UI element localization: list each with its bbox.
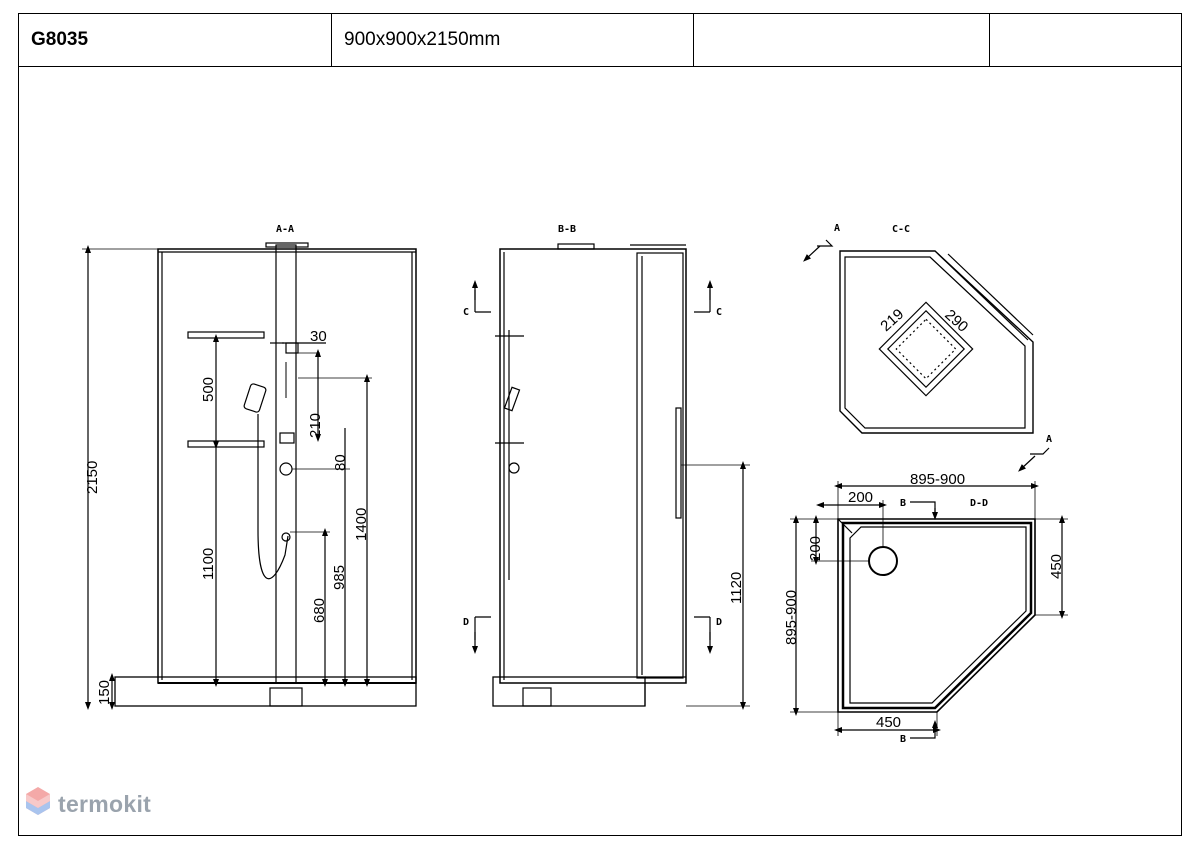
dim-30: 30	[310, 328, 327, 345]
section-mark-a-top: A	[834, 223, 840, 234]
section-mark-d-left: D	[463, 617, 469, 628]
dim-plan-depth: 895-900	[783, 590, 800, 645]
section-label-bb: B-B	[558, 224, 576, 235]
dim-500: 500	[200, 377, 217, 402]
top-view-cc: C-C 219 290 A A	[803, 223, 1052, 472]
dim-plan-width: 895-900	[910, 471, 965, 488]
logo-text: termokit	[58, 790, 152, 817]
section-mark-b-bottom: B	[900, 734, 906, 745]
dim-2150: 2150	[84, 461, 101, 494]
section-mark-c-left: C	[463, 307, 469, 318]
size-cell: 900x900x2150mm	[332, 14, 694, 66]
dim-80: 80	[332, 454, 349, 471]
plan-view-dd: D-D 895-900 200 200 895-900 450 450 B B	[783, 471, 1068, 745]
section-mark-d-right: D	[716, 617, 722, 628]
section-mark-a-bottom: A	[1046, 434, 1052, 445]
dim-plan-450-bottom: 450	[876, 714, 901, 731]
side-view-bb: B-B C C D D 1120	[463, 224, 750, 710]
section-mark-b-top: B	[900, 498, 906, 509]
section-label-dd: D-D	[970, 498, 988, 509]
dim-219: 219	[877, 306, 907, 335]
dim-1100: 1100	[200, 548, 217, 580]
section-label-cc: C-C	[892, 224, 910, 235]
dim-680: 680	[311, 598, 328, 623]
drawing-sheet: G8035 900x900x2150mm	[18, 13, 1182, 836]
dim-1120: 1120	[728, 572, 745, 604]
termokit-logo: termokit	[24, 785, 151, 823]
front-view-aa: A-A	[82, 224, 417, 710]
model-cell: G8035	[19, 14, 332, 66]
dim-plan-200-left: 200	[807, 536, 824, 561]
dim-150: 150	[96, 680, 113, 705]
section-mark-c-right: C	[716, 307, 722, 318]
dim-1400: 1400	[353, 508, 370, 541]
logo-icon	[26, 787, 50, 815]
empty-cell-3	[694, 14, 990, 66]
dim-plan-450-right: 450	[1048, 554, 1065, 579]
dim-210: 210	[307, 413, 324, 438]
dim-985: 985	[331, 565, 348, 590]
title-block: G8035 900x900x2150mm	[19, 14, 1181, 67]
section-label-aa: A-A	[276, 224, 294, 235]
dim-plan-200-top: 200	[848, 489, 873, 506]
